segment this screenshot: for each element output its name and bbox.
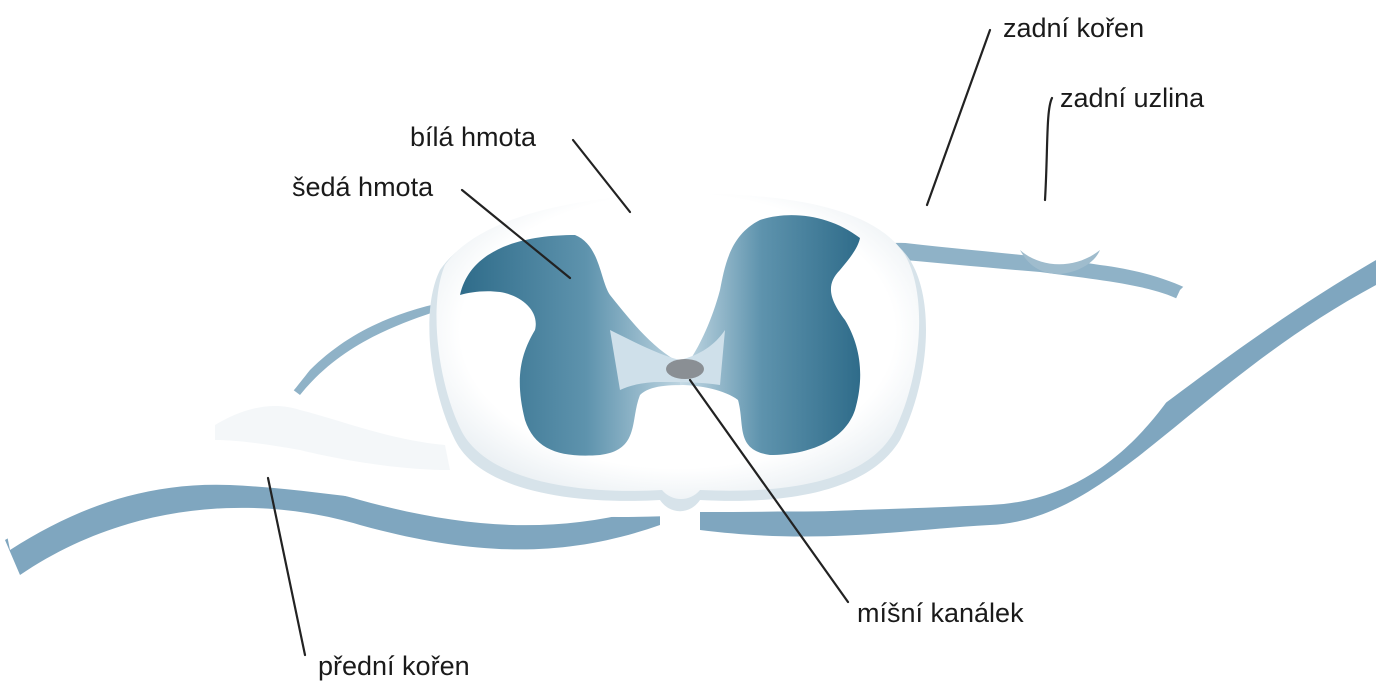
label-central-canal: míšní kanálek [857, 598, 1024, 628]
label-grey-matter: šedá hmota [292, 172, 434, 202]
central-canal [666, 359, 704, 379]
leader-dorsal-ganglion [1045, 98, 1052, 200]
label-dorsal-root: zadní kořen [1003, 13, 1144, 43]
label-ventral-root: přední kořen [318, 651, 470, 681]
label-dorsal-ganglion: zadní uzlina [1060, 83, 1205, 113]
leader-dorsal-root [927, 30, 990, 205]
label-white-matter: bílá hmota [410, 122, 537, 152]
